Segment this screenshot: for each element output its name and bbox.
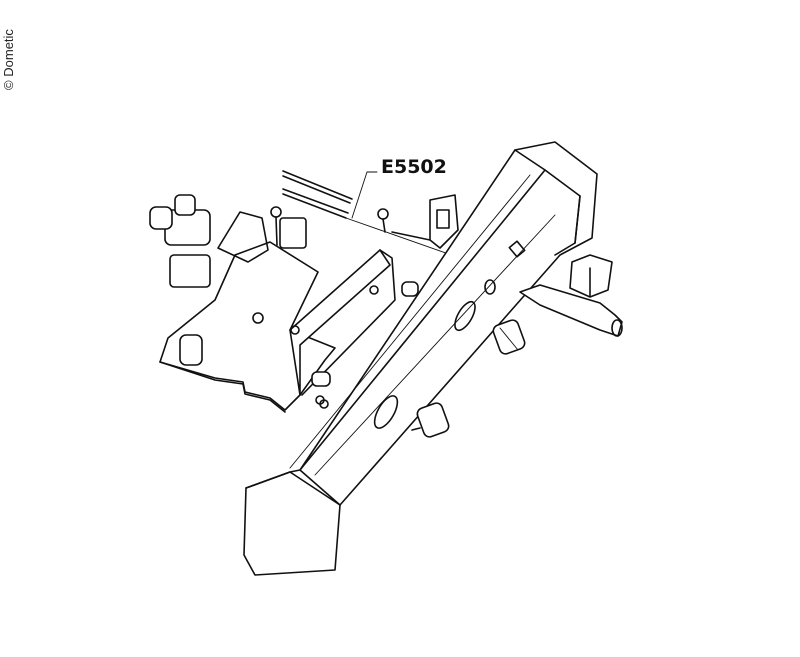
- piezo-igniter: [519, 284, 623, 337]
- screws: [270, 206, 419, 409]
- leader-line: [351, 171, 378, 219]
- gas-valve: [149, 194, 211, 366]
- control-knob-lower: [411, 402, 450, 438]
- bracket: [391, 194, 459, 249]
- mounting-plate: [159, 211, 396, 413]
- control-knob-upper: [492, 319, 526, 355]
- control-panel-bar: [243, 141, 598, 576]
- part-number-label: E5502: [381, 156, 447, 178]
- rocker-switch: [569, 254, 613, 298]
